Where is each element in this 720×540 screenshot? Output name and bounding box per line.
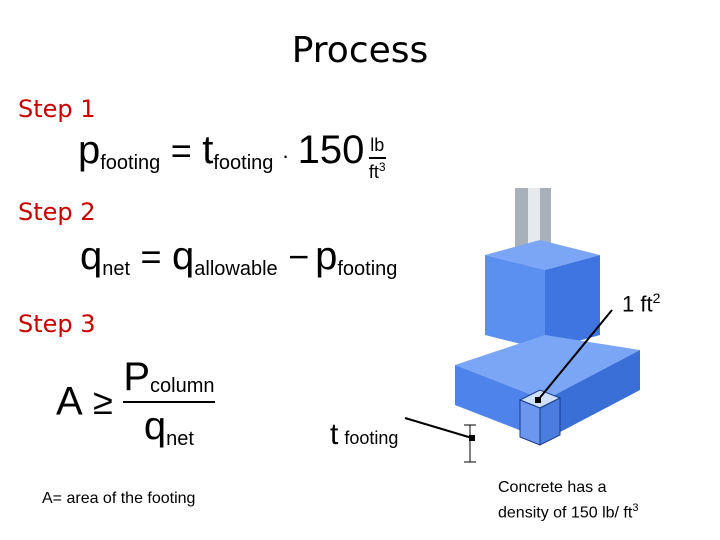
eq3-geq: ≥: [93, 381, 113, 422]
eq2-lhs: q: [80, 234, 103, 278]
density-note-line2-text: density of 150 lb/ ft: [498, 504, 633, 522]
eq3-fraction-bar: [123, 401, 215, 403]
eq3-den-sub: net: [166, 428, 194, 450]
eq2-rhs2-sub: footing: [337, 258, 398, 280]
equation-2: qnet = qallowable −pfooting: [80, 234, 398, 280]
eq3-fraction: Pcolumn qnet: [123, 355, 215, 450]
density-exp: 3: [632, 502, 639, 514]
unit-cube-front: [519, 399, 541, 446]
eq1-unit-fraction: lb ft3: [368, 134, 386, 183]
eq1-dot: ·: [281, 143, 290, 168]
eq3-lhs: A: [56, 379, 83, 424]
density-note-line1: Concrete has a: [498, 479, 607, 496]
thickness-sub: footing: [344, 428, 399, 448]
eq1-lhs-sub: footing: [100, 152, 161, 174]
eq1-unit-bar: [368, 156, 386, 159]
page-title: Process: [291, 30, 429, 71]
unit-area-exp: 2: [652, 290, 661, 306]
eq3-numerator: Pcolumn: [123, 355, 214, 400]
eq1-unit-den-exp: 3: [378, 159, 386, 174]
pedestal-top: [485, 240, 600, 270]
density-note-line2: density of 150 lb/ ft3: [498, 498, 638, 523]
thickness-leader-dot: [469, 435, 475, 441]
thickness-leader-line: [404, 417, 473, 439]
eq3-denominator: qnet: [123, 404, 214, 450]
step-1-label: Step 1: [18, 95, 96, 123]
thickness-t: t: [330, 418, 339, 451]
unit-area-label: 1 ft2: [622, 290, 660, 317]
eq1-unit-den: ft3: [369, 160, 386, 183]
eq2-equals: =: [140, 236, 162, 277]
equation-3: A ≥ Pcolumn qnet: [56, 355, 215, 450]
step-2-label: Step 2: [18, 198, 96, 226]
area-leader-dot: [535, 397, 541, 403]
density-note: Concrete has a density of 150 lb/ ft3: [498, 478, 638, 523]
eq2-rhs1: q: [172, 234, 195, 278]
eq2-minus: −: [288, 236, 310, 277]
eq2-rhs2: p: [315, 234, 338, 278]
equation-1: pfooting = tfooting · 150 lb ft3: [78, 128, 386, 183]
eq1-rhs-sub: footing: [213, 152, 274, 174]
footing-top: [455, 335, 640, 400]
unit-area-text: 1 ft: [622, 291, 653, 317]
eq1-unit-num: lb: [370, 134, 385, 155]
step-3-label: Step 3: [18, 310, 96, 338]
area-note: A= area of the footing: [42, 490, 196, 507]
eq1-unit-den-base: ft: [368, 161, 379, 182]
footing-side: [545, 350, 640, 440]
area-leader-line: [537, 309, 613, 401]
eq1-lhs: p: [78, 128, 101, 172]
eq3-num-sub: column: [150, 375, 215, 397]
eq2-rhs1-sub: allowable: [194, 258, 278, 280]
pedestal-front: [485, 255, 545, 350]
unit-cube-side: [539, 397, 561, 446]
eq3-den: q: [143, 404, 167, 448]
pedestal-side: [545, 255, 600, 350]
eq1-rhs: t: [202, 128, 214, 172]
eq1-number: 150: [297, 128, 365, 172]
eq3-num: P: [123, 355, 151, 399]
eq2-lhs-sub: net: [102, 258, 131, 280]
eq1-equals: =: [170, 130, 192, 171]
